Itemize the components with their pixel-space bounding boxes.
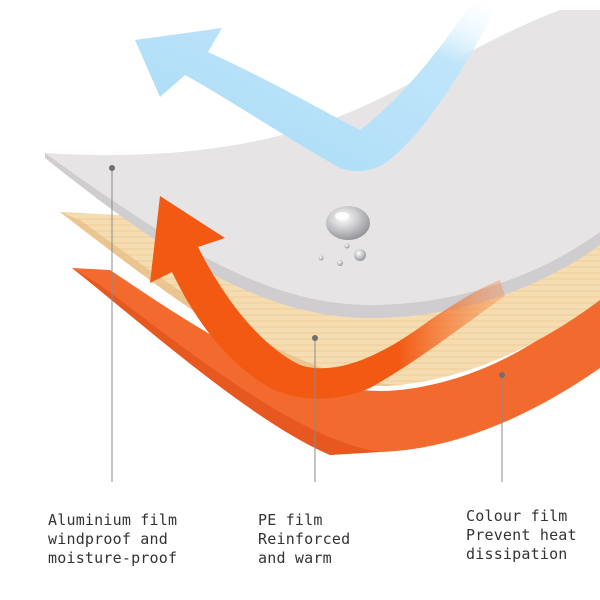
aluminium-film-name: Aluminium film bbox=[48, 511, 178, 529]
leader-line-pe bbox=[312, 335, 318, 482]
pe-film-name: PE film bbox=[258, 511, 323, 529]
colour-film-label: Colour film Prevent heat dissipation bbox=[466, 507, 577, 564]
colour-film-layer bbox=[72, 268, 600, 455]
colour-film-description-line-1: Prevent heat bbox=[466, 526, 577, 544]
pe-film-description-line-2: and warm bbox=[258, 549, 332, 567]
cold-air-arrow-icon bbox=[135, 0, 500, 172]
aluminium-film-description-line-2: moisture-proof bbox=[48, 549, 178, 567]
colour-film-description-line-2: dissipation bbox=[466, 545, 568, 563]
aluminium-film-description-line-1: windproof and bbox=[48, 530, 168, 548]
leader-line-colour bbox=[499, 372, 505, 482]
aluminium-film-layer bbox=[45, 10, 600, 318]
aluminium-film-label: Aluminium film windproof and moisture-pr… bbox=[48, 511, 177, 568]
colour-film-name: Colour film bbox=[466, 507, 568, 525]
heat-arrow-icon bbox=[150, 196, 505, 399]
pe-film-description-line-1: Reinforced bbox=[258, 530, 351, 548]
leader-line-aluminium bbox=[109, 165, 115, 482]
pe-film-label: PE film Reinforced and warm bbox=[258, 511, 350, 568]
water-droplet-icon bbox=[318, 206, 370, 266]
